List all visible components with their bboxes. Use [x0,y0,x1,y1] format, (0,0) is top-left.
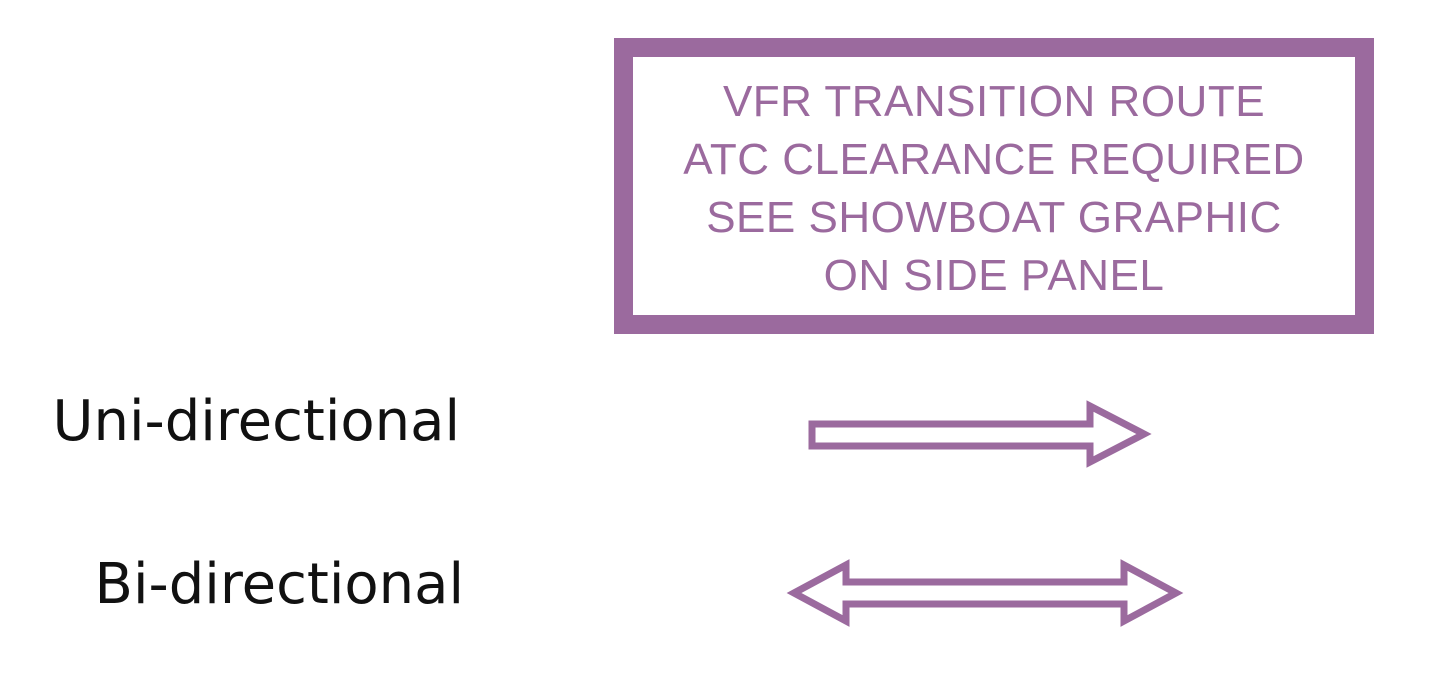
notice-line-3: SEE SHOWBOAT GRAPHIC [706,193,1282,242]
uni-directional-label: Uni-directional [52,389,460,454]
uni-arrow-outline [808,400,1152,468]
bi-arrow-outline [786,559,1184,627]
notice-line-1: VFR TRANSITION ROUTE [722,77,1266,126]
right-arrow-icon [808,400,1152,468]
bi-directional-label: Bi-directional [94,552,464,617]
vfr-transition-notice-box: VFR TRANSITION ROUTE ATC CLEARANCE REQUI… [614,38,1374,334]
notice-line-2: ATC CLEARANCE REQUIRED [683,135,1305,184]
double-arrow-icon [786,559,1184,627]
notice-line-4: ON SIDE PANEL [823,251,1165,300]
